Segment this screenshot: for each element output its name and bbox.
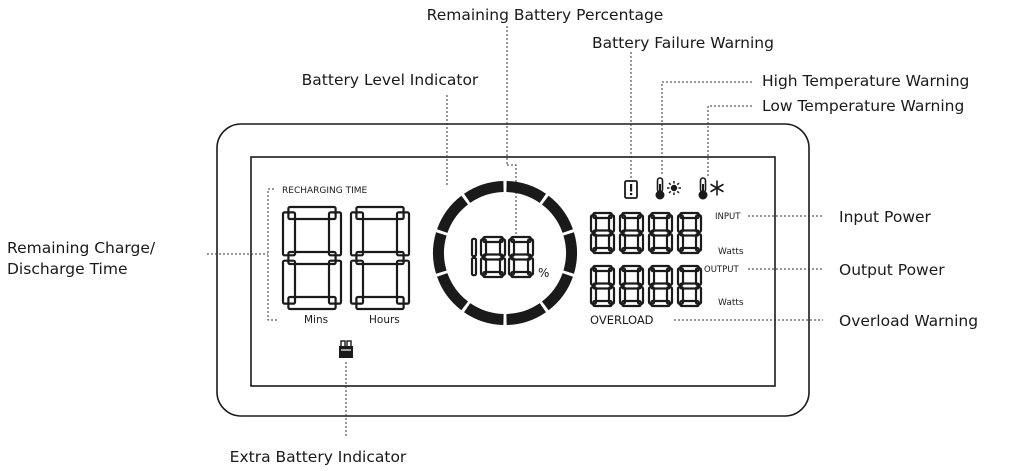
seven-segment-digit xyxy=(479,235,507,279)
hours-label: Hours xyxy=(369,314,400,326)
remaining-time-digits xyxy=(281,205,411,311)
callout-extra-battery-indicator: Extra Battery Indicator xyxy=(230,448,407,466)
input-power-digits xyxy=(589,211,703,255)
callout-remaining-time-line2: Discharge Time xyxy=(7,260,128,278)
battery-ring-segment xyxy=(433,232,447,274)
battery-ring-segment xyxy=(464,303,504,325)
seven-segment-digit xyxy=(281,205,343,311)
battery-ring-segment xyxy=(437,273,469,311)
snowflake-icon xyxy=(710,180,724,196)
callout-battery-failure-warning: Battery Failure Warning xyxy=(592,34,774,52)
callout-output-power: Output Power xyxy=(839,261,945,279)
device-outer-frame xyxy=(216,123,810,417)
seven-segment-digit xyxy=(618,264,645,308)
seven-segment-digit xyxy=(676,211,703,255)
battery-failure-icon xyxy=(624,180,638,199)
output-power-digits xyxy=(589,264,703,308)
callout-overload-warning: Overload Warning xyxy=(839,312,978,330)
overload-label: OVERLOAD xyxy=(590,313,654,327)
digit-segment-g xyxy=(650,229,671,237)
lcd-screen xyxy=(250,156,776,387)
digit-segment-g xyxy=(592,229,613,237)
digit-segment-g xyxy=(592,282,613,290)
battery-ring-segment xyxy=(437,195,469,233)
callout-remaining-time-line1: Remaining Charge/ xyxy=(7,239,156,257)
digit-segment-c xyxy=(470,256,478,277)
battery-ring-segment xyxy=(563,232,577,274)
seven-segment-digit xyxy=(647,264,674,308)
callout-remaining-battery-percentage: Remaining Battery Percentage xyxy=(427,6,664,24)
battery-ring-segment xyxy=(464,181,504,203)
digit-segment-g xyxy=(355,250,405,266)
input-label: INPUT xyxy=(715,212,741,222)
battery-ring-segment xyxy=(506,303,546,325)
seven-segment-digit xyxy=(507,235,535,279)
digit-segment-b xyxy=(470,237,478,258)
leader-lines xyxy=(207,26,823,438)
callout-input-power: Input Power xyxy=(839,208,932,226)
battery-percentage-digits xyxy=(470,235,535,279)
callout-high-temperature-warning: High Temperature Warning xyxy=(762,72,969,90)
battery-ring-segment xyxy=(506,181,546,203)
seven-segment-digit xyxy=(349,205,411,311)
seven-segment-digit xyxy=(589,264,616,308)
mins-label: Mins xyxy=(304,314,328,326)
seven-segment-digit xyxy=(470,237,478,277)
digit-segment-g xyxy=(482,253,504,261)
extra-battery-icon xyxy=(339,340,353,358)
digit-segment-g xyxy=(621,229,642,237)
low-temperature-icon xyxy=(698,177,724,200)
percent-symbol: % xyxy=(538,266,549,280)
callout-battery-level-indicator: Battery Level Indicator xyxy=(302,71,479,89)
digit-segment-g xyxy=(287,250,337,266)
seven-segment-digit xyxy=(647,211,674,255)
battery-level-ring xyxy=(433,181,577,325)
high-temperature-icon xyxy=(655,177,681,200)
seven-segment-digit xyxy=(676,264,703,308)
digit-segment-g xyxy=(679,229,700,237)
digit-segment-g xyxy=(679,282,700,290)
seven-segment-digit xyxy=(618,211,645,255)
seven-segment-digit xyxy=(589,211,616,255)
battery-ring-segment xyxy=(541,273,573,311)
callout-low-temperature-warning: Low Temperature Warning xyxy=(762,97,964,115)
recharging-time-label: RECHARGING TIME xyxy=(282,186,368,196)
battery-ring-segment xyxy=(541,195,573,233)
output-label: OUTPUT xyxy=(704,265,739,275)
digit-segment-g xyxy=(650,282,671,290)
digit-segment-g xyxy=(621,282,642,290)
watts-label-output: Watts xyxy=(718,298,744,308)
digit-segment-g xyxy=(510,253,532,261)
watts-label-input: Watts xyxy=(718,247,744,257)
sun-icon xyxy=(667,181,681,195)
